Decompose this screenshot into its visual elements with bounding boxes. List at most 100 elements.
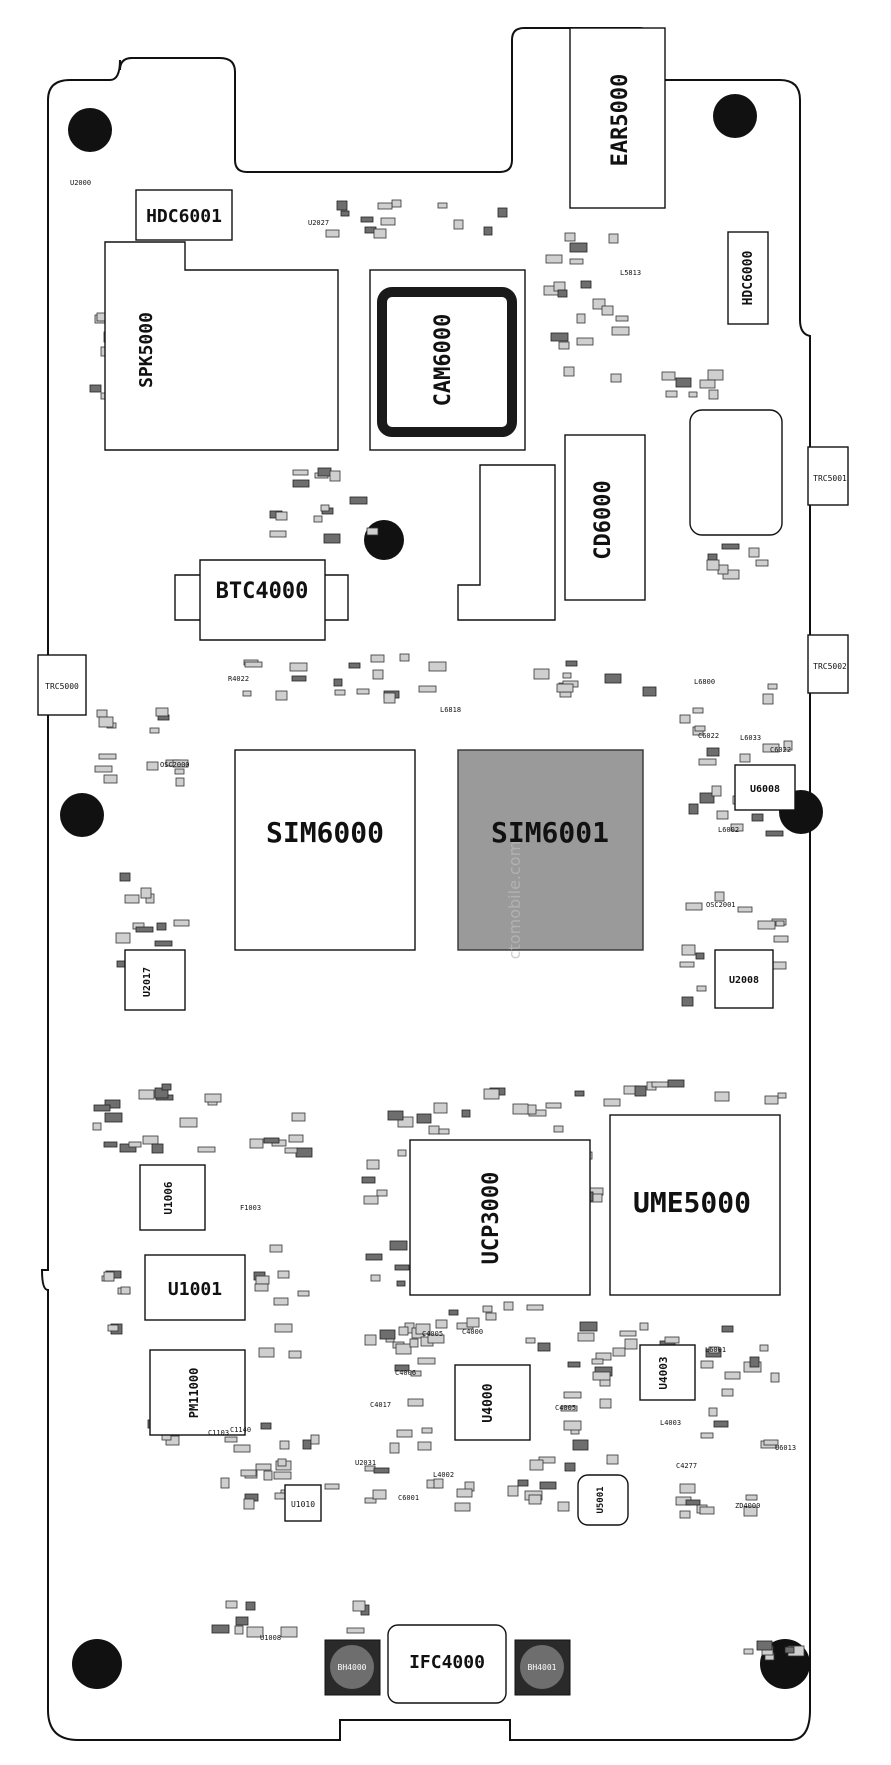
smd-pad xyxy=(512,1103,529,1115)
smd-pad xyxy=(146,761,159,771)
smd-pad xyxy=(604,673,622,684)
l4002-label: L4002 xyxy=(433,1471,454,1479)
c6001-label: C6001 xyxy=(398,1494,419,1502)
smd-pad xyxy=(142,1135,159,1145)
smd-pad xyxy=(608,233,619,244)
smd-pad xyxy=(325,229,340,238)
smd-pad xyxy=(743,1648,754,1655)
smd-pad xyxy=(302,1439,312,1450)
smd-pad xyxy=(360,216,374,223)
smd-pad xyxy=(279,1440,290,1450)
smd-pad xyxy=(764,1095,779,1105)
smd-pad xyxy=(334,689,346,696)
bh4000-pad: BH4000 xyxy=(324,1639,381,1696)
u4000-chip: U4000 xyxy=(454,1364,531,1441)
smd-pad xyxy=(685,1499,701,1506)
smd-pad xyxy=(679,1483,696,1494)
smd-pad xyxy=(103,1141,118,1148)
sim6001-tray: SIM6001 xyxy=(457,749,644,951)
smd-pad xyxy=(249,1138,264,1149)
smd-pad xyxy=(730,823,744,832)
smd-pad xyxy=(694,725,706,732)
smd-pad xyxy=(775,920,785,927)
smd-pad xyxy=(721,1325,734,1333)
u6013-label: U6013 xyxy=(775,1444,796,1452)
ucp3000-label: UCP3000 xyxy=(479,1172,504,1265)
smd-pad xyxy=(415,1323,431,1335)
smd-pad xyxy=(104,1112,123,1123)
smd-pad xyxy=(288,1350,302,1359)
smd-pad xyxy=(313,515,323,523)
smd-pad xyxy=(577,1332,595,1342)
c4005b-label: C4005 xyxy=(555,1404,576,1412)
smd-pad xyxy=(399,653,410,662)
smd-pad xyxy=(545,1102,562,1109)
smd-pad xyxy=(277,1458,287,1467)
smd-pad xyxy=(482,1305,493,1313)
smd-pad xyxy=(128,1141,142,1148)
smd-pad xyxy=(333,678,343,687)
smd-pad xyxy=(98,716,114,728)
smd-pad xyxy=(263,1137,280,1144)
smd-pad xyxy=(397,1149,407,1157)
smd-pad xyxy=(572,1439,589,1451)
smd-pad xyxy=(428,1125,440,1135)
shield-cutout xyxy=(457,464,556,621)
smd-pad xyxy=(700,1432,714,1439)
smd-pad xyxy=(679,1510,691,1519)
smd-pad xyxy=(562,672,572,679)
smd-pad xyxy=(379,1329,396,1340)
smd-pad xyxy=(94,765,113,773)
smd-pad xyxy=(722,569,740,580)
smd-pad xyxy=(564,232,576,242)
smd-pad xyxy=(692,707,704,714)
hdc6000-label: HDC6000 xyxy=(741,250,756,305)
smd-pad xyxy=(517,1479,529,1487)
smd-pad xyxy=(292,469,309,476)
smd-pad xyxy=(525,1337,536,1344)
smd-pad xyxy=(240,1469,257,1477)
u2017-label: U2017 xyxy=(142,967,153,997)
smd-pad xyxy=(394,1364,410,1372)
smd-pad xyxy=(777,1092,787,1099)
smd-pad xyxy=(503,1301,514,1311)
u5001-chip: U5001 xyxy=(577,1474,629,1526)
smd-pad xyxy=(119,872,131,882)
smd-pad xyxy=(119,1143,137,1153)
smd-pad xyxy=(428,661,447,672)
smd-pad xyxy=(615,315,629,322)
smd-pad xyxy=(706,559,720,571)
smd-pad xyxy=(497,207,508,218)
spk5000-label: SPK5000 xyxy=(136,312,157,388)
l6033-label: L6033 xyxy=(740,734,761,742)
smd-pad xyxy=(275,511,288,521)
smd-pad xyxy=(763,1439,779,1446)
smd-pad xyxy=(173,919,190,927)
smd-pad xyxy=(98,753,117,760)
smd-pad xyxy=(255,1275,270,1285)
trc5001-connector: TRC5001 xyxy=(807,446,849,506)
smd-pad xyxy=(466,1317,480,1328)
smd-pad xyxy=(679,714,691,724)
smd-pad xyxy=(507,1485,519,1497)
smd-pad xyxy=(103,774,118,784)
smd-pad xyxy=(759,1344,769,1352)
smd-pad xyxy=(154,1087,169,1099)
smd-pad xyxy=(454,1502,471,1512)
smd-pad xyxy=(364,1497,377,1504)
smd-pad xyxy=(576,337,594,346)
smd-pad xyxy=(389,1442,400,1454)
smd-pad xyxy=(155,707,169,717)
smd-pad xyxy=(364,1334,377,1346)
smd-pad xyxy=(211,1624,230,1634)
zd4000-label: ZD4000 xyxy=(735,1502,760,1510)
smd-pad xyxy=(592,298,606,310)
smd-pad xyxy=(579,1321,598,1332)
bh4000-label: BH4000 xyxy=(338,1663,367,1672)
sim6000-tray: SIM6000 xyxy=(234,749,416,951)
smd-pad xyxy=(366,1159,380,1170)
smd-pad xyxy=(96,709,108,718)
smd-pad xyxy=(526,1304,544,1311)
smd-pad xyxy=(380,217,396,226)
